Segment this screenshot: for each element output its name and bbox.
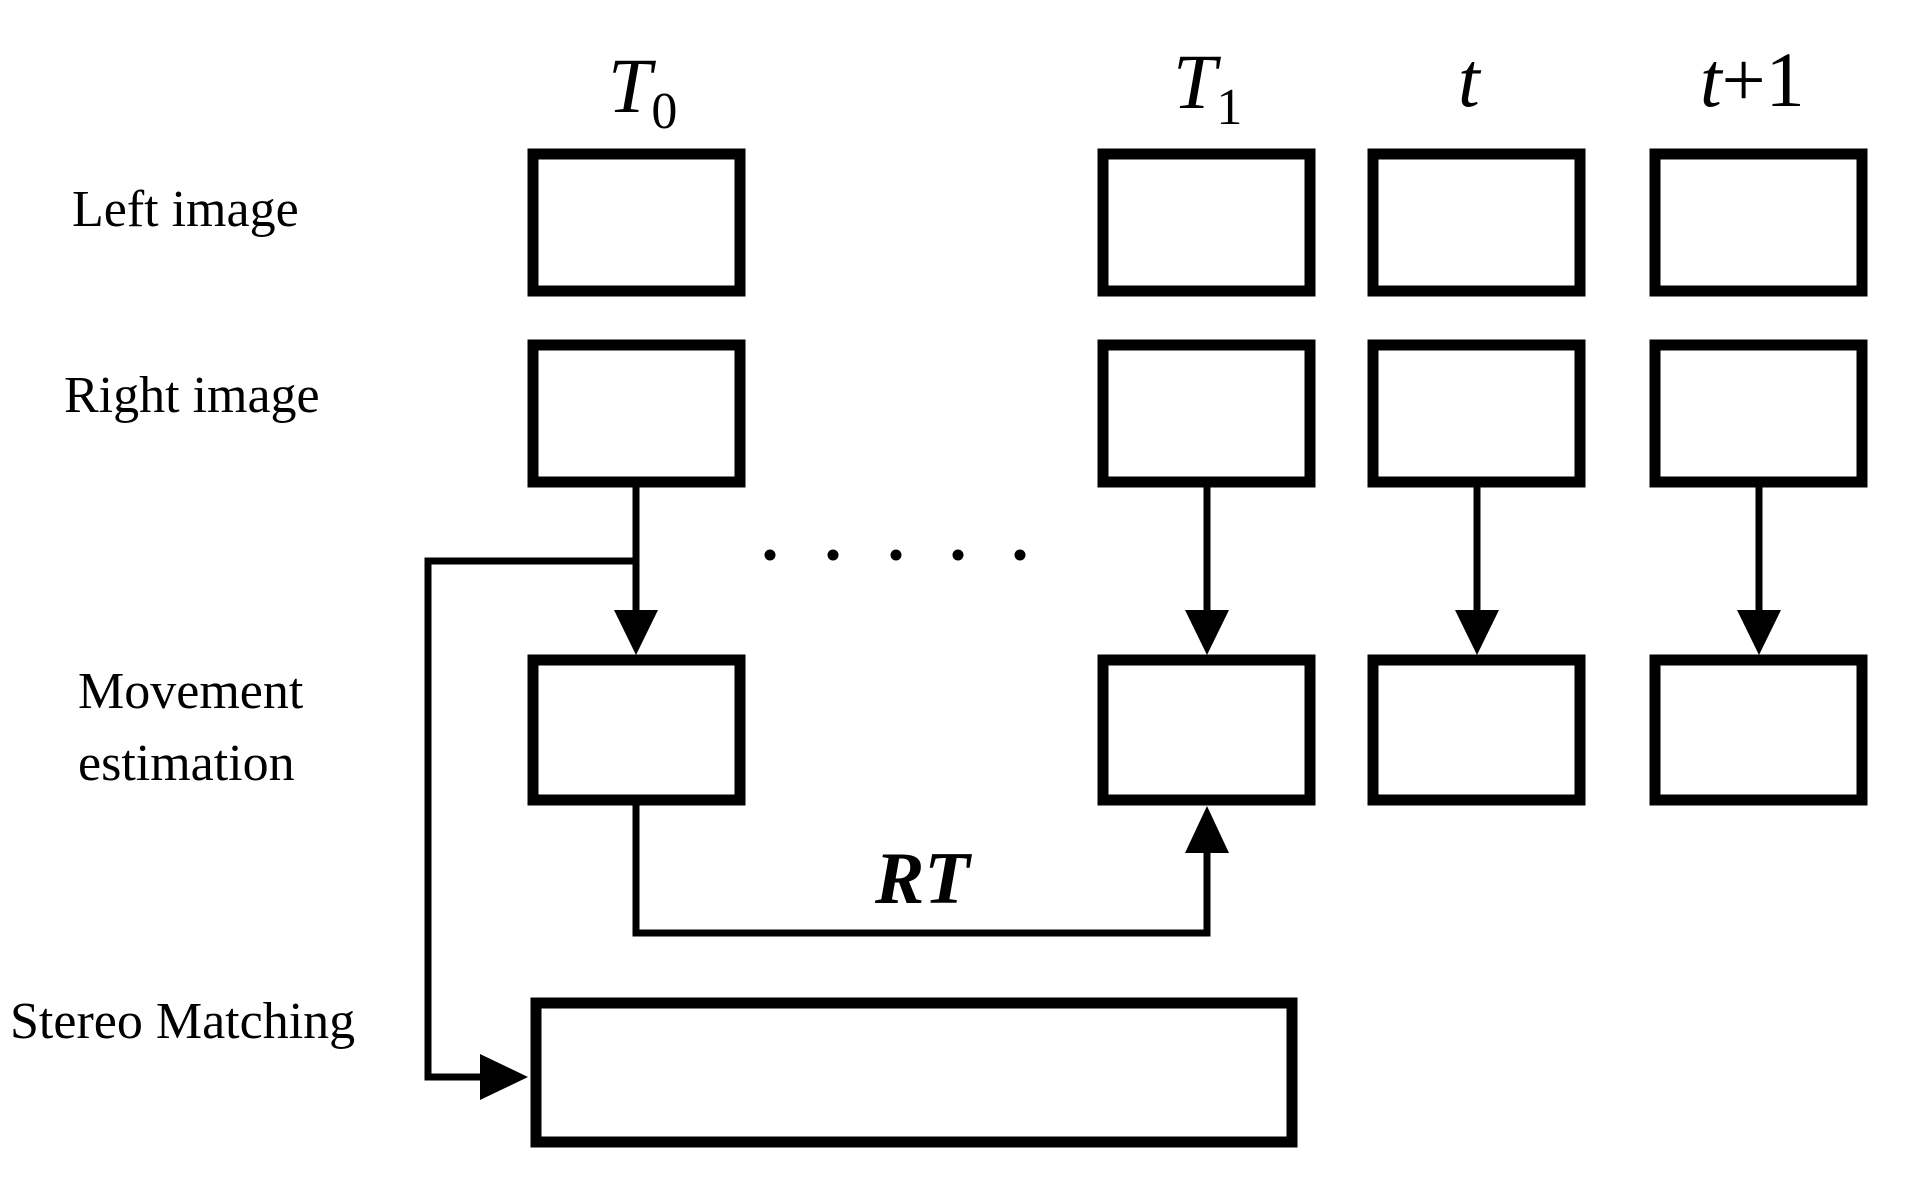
ellipsis-dot [764,549,776,561]
right-image-box-t-plus-1 [1649,339,1868,488]
ellipsis-dots [764,549,1026,561]
column-t-plus-1-symbol: t [1700,36,1724,123]
ellipsis-dot [952,549,964,561]
left-image-box-t-plus-1 [1649,148,1868,297]
column-header-t-plus-1: t+1 [1700,36,1805,123]
rt-edge-label: RT [874,838,972,920]
arrow-head-t0-down [614,610,658,655]
arrow-shaft-rt [632,805,1211,937]
ellipsis-dot [1014,549,1026,561]
movement-box-t-plus-1 [1649,654,1868,806]
movement-box-t1 [1097,654,1316,806]
arrow-head-rt [1185,806,1229,853]
left-image-box-t [1367,148,1586,297]
right-image-box-t0 [527,339,746,488]
ellipsis-dot [827,549,839,561]
row-label-stereo-matching: Stereo Matching [10,993,355,1050]
right-image-box-t [1367,339,1586,488]
column-header-t: t [1458,36,1482,123]
stereo-matching-box [530,997,1298,1148]
column-t-plus-1-suffix: +1 [1722,36,1805,123]
row-label-movement-line2: estimation [78,735,295,792]
row-label-right-image: Right image [64,367,320,424]
movement-box-t0 [527,654,746,806]
arrow-head-t-down [1455,610,1499,655]
ellipsis-dot [890,549,902,561]
column-header-t0: T0 [608,42,677,140]
arrow-head-to-stereo [480,1054,528,1100]
arrow-shaft-to-stereo [424,557,636,1081]
column-t0-subscript: 0 [651,83,677,140]
row-label-movement-estimation: Movement estimation [78,663,316,792]
left-image-box-t0 [527,148,746,297]
column-t1-subscript: 1 [1216,79,1242,136]
right-image-box-t1 [1097,339,1316,488]
column-t-symbol: t [1458,36,1482,123]
column-header-t1: T1 [1173,38,1242,136]
column-t1-symbol: T [1173,38,1221,125]
row-label-left-image: Left image [72,181,299,238]
row-label-movement-line1: Movement [78,663,304,720]
movement-box-t [1367,654,1586,806]
arrow-head-t-plus-1-down [1737,610,1781,655]
left-image-box-t1 [1097,148,1316,297]
column-t0-symbol: T [608,42,656,129]
arrow-head-t1-down [1185,610,1229,655]
